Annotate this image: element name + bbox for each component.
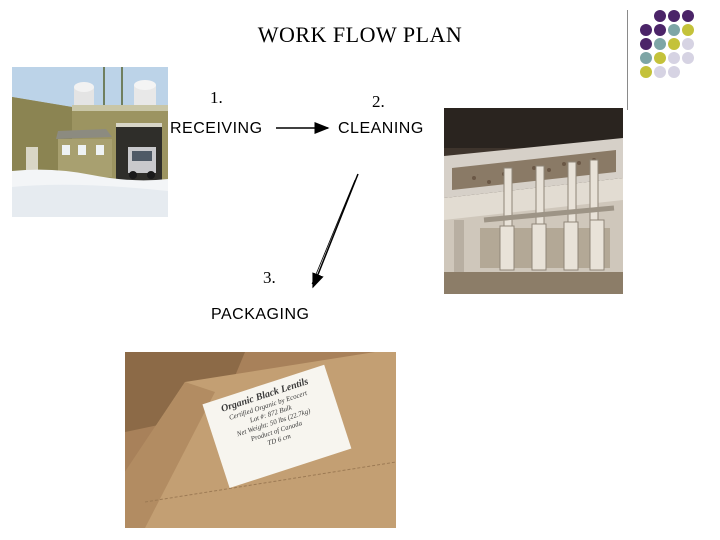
receiving-building-photo	[12, 67, 168, 217]
arrow-cleaning-to-packaging-shadow	[312, 180, 355, 284]
cleaning-machine-photo	[444, 108, 623, 294]
arrow-cleaning-to-packaging	[313, 174, 358, 287]
